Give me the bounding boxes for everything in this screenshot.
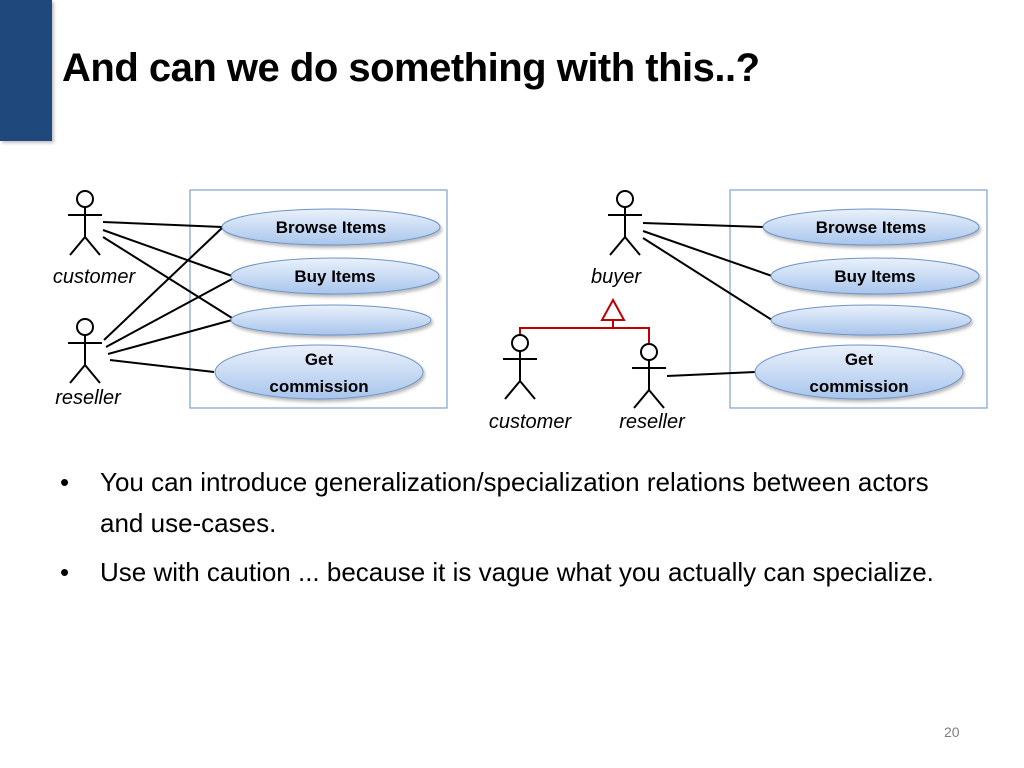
assoc-reseller-unnamed	[107, 319, 233, 355]
assoc-customer-browse	[102, 221, 223, 228]
actor-reseller	[68, 318, 102, 384]
use-case-unnamed	[230, 304, 432, 336]
bullet-item: • You can introduce generalization/speci…	[60, 462, 960, 544]
generalization-triangle	[600, 297, 626, 321]
actor-buyer	[608, 190, 642, 256]
bullet-list: • You can introduce generalization/speci…	[60, 462, 960, 601]
bullet-dot-icon: •	[60, 557, 70, 587]
actor-head	[511, 334, 529, 352]
use-case-browse-items-label: Browse Items	[816, 218, 927, 237]
actor-customer	[503, 334, 537, 400]
title-accent-bar	[0, 0, 52, 141]
slide-title: And can we do something with this..?	[62, 46, 760, 90]
assoc-customer-buy	[102, 229, 233, 277]
page-number: 20	[944, 724, 960, 740]
use-case-get-commission-line2: commission	[809, 377, 908, 396]
use-case-buy-items: Buy Items	[230, 257, 440, 295]
assoc-customer-unnamed	[102, 236, 233, 319]
use-case-buy-items-label: Buy Items	[294, 267, 375, 286]
bullet-text: You can introduce generalization/special…	[100, 467, 929, 538]
actor-reseller-label: reseller	[619, 411, 686, 433]
assoc-reseller-commission	[666, 371, 756, 377]
use-case-get-commission-line2: commission	[269, 377, 368, 396]
assoc-buyer-buy	[642, 230, 773, 277]
assoc-reseller-commission	[109, 359, 215, 373]
actor-customer-label: customer	[53, 266, 137, 288]
use-case-get-commission-line1: Get	[845, 350, 874, 369]
actor-reseller-label: reseller	[55, 387, 122, 409]
use-case-get-commission: Get commission	[754, 344, 964, 400]
right-diagram: buyer customer	[489, 189, 988, 433]
assoc-buyer-browse	[642, 222, 765, 228]
bullet-text: Use with caution ... because it is vague…	[100, 557, 934, 587]
use-case-browse-items-label: Browse Items	[276, 218, 387, 237]
assoc-reseller-buy	[105, 278, 233, 348]
actor-buyer-label: buyer	[591, 266, 642, 288]
left-diagram: customer reseller Browse Items Buy Items	[53, 189, 448, 409]
use-case-buy-items-label: Buy Items	[834, 267, 915, 286]
assoc-reseller-browse	[103, 227, 223, 341]
actor-customer	[68, 190, 102, 256]
bullet-dot-icon: •	[60, 467, 70, 497]
use-case-browse-items: Browse Items	[221, 208, 441, 246]
actor-head	[640, 343, 658, 361]
left-associations	[102, 221, 233, 373]
actor-head	[76, 318, 94, 336]
generalization-arrow	[519, 297, 650, 346]
bullet-item: • Use with caution ... because it is vag…	[60, 552, 960, 593]
actor-head	[76, 190, 94, 208]
use-case-browse-items: Browse Items	[762, 208, 980, 246]
assoc-buyer-unnamed	[642, 237, 773, 321]
use-case-unnamed	[770, 304, 972, 336]
actor-head	[616, 190, 634, 208]
actor-customer-label: customer	[489, 411, 573, 433]
right-associations	[642, 222, 773, 377]
actor-reseller	[632, 343, 666, 409]
use-case-get-commission-line1: Get	[305, 350, 334, 369]
use-case-buy-items: Buy Items	[770, 257, 980, 295]
use-case-get-commission: Get commission	[214, 344, 424, 400]
